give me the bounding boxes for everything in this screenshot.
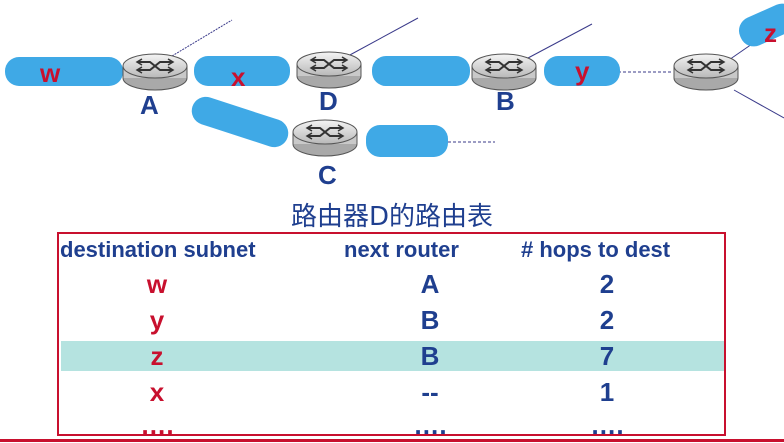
router-d-icon [296,51,362,89]
row-4-hops: 1 [599,377,615,407]
network-z-blob [738,3,784,47]
highlighted-row-background [61,341,724,371]
network-y-label: y [575,56,590,86]
row-4-next-router: -- [421,377,439,407]
router-c-icon [292,119,358,157]
row-2-next-router: B [420,305,440,335]
router-d-label: D [319,86,338,116]
routing-table [57,232,726,436]
header-hops: # hops to dest [521,237,671,262]
row-3-hops: 7 [599,341,615,371]
row-1-destination: w [146,269,168,299]
router-b-label: B [496,86,515,116]
network-c-blob [366,125,448,157]
row-5-hops: …. [590,410,624,440]
router-a-icon [122,53,188,91]
row-5-next-router: …. [413,410,447,440]
header-next-router: next router [344,237,459,262]
link-d-upper [347,17,419,57]
header-destination: destination subnet [60,237,256,262]
row-3-next-router: B [420,341,440,371]
link-b-upper [527,23,593,59]
routing-table-title: 路由器D的路由表 [290,202,494,232]
network-a-c-blob [191,96,289,148]
row-2-hops: 2 [599,305,615,335]
link-a-upper [171,19,233,57]
row-1-next-router: A [420,269,440,299]
network-w-label: w [39,58,61,88]
router-b-icon [471,53,537,91]
row-3-destination: z [150,341,164,371]
row-1-hops: 2 [599,269,615,299]
row-4-destination: x [149,377,165,407]
network-d-b-blob [372,56,470,86]
network-x-label: x [231,62,246,92]
link-right-lower [733,89,784,119]
network-x-blob [194,56,290,86]
router-c-label: C [318,160,337,190]
network-z-label: z [764,18,777,48]
router-a-label: A [140,90,159,120]
router-far-icon [673,53,739,91]
row-5-destination: …. [140,410,174,440]
bottom-divider [0,439,784,442]
row-2-destination: y [149,305,165,335]
network-w-blob [5,57,123,86]
network-y-blob [544,56,620,86]
